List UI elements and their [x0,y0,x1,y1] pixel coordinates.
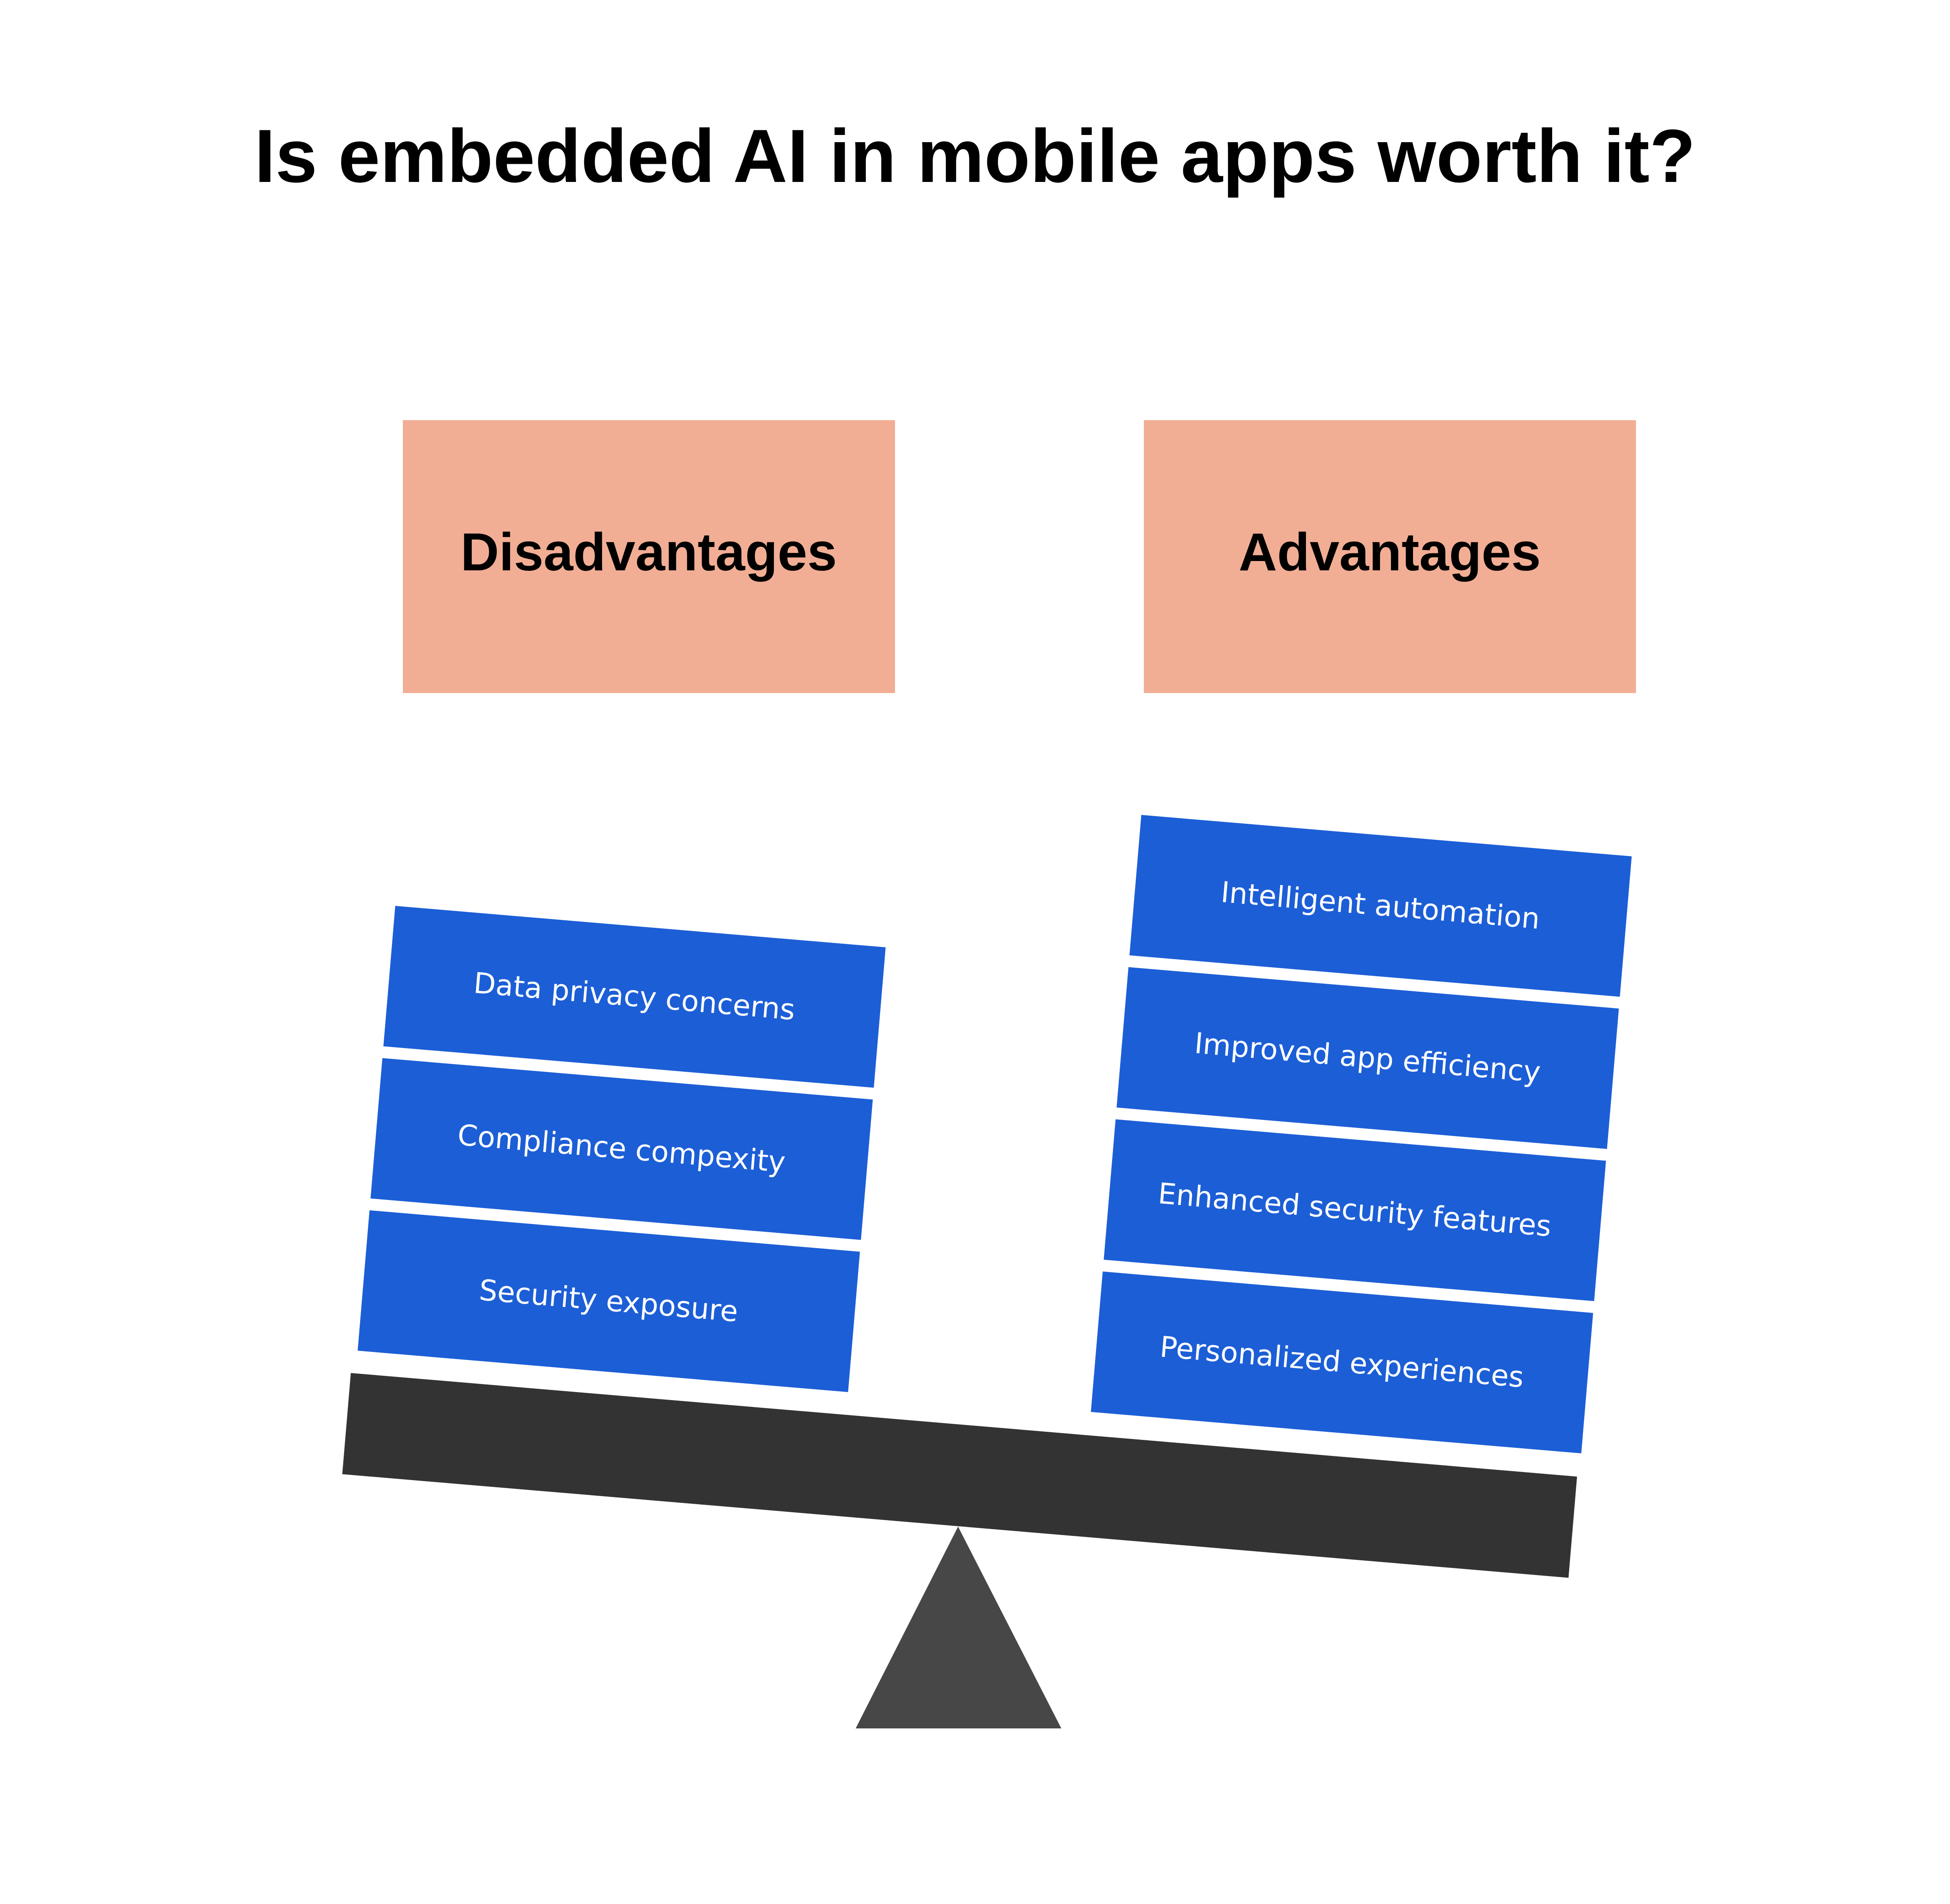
advantages-header: Advantages [1144,420,1636,693]
item-box [1091,1271,1593,1453]
item-box [358,1210,860,1392]
item-box [1104,1119,1606,1301]
advantages-header-box [1144,420,1636,693]
list-item: Improved app efficiency [1116,967,1619,1149]
list-item: Security exposure [358,1210,860,1392]
page-title: Is embedded AI in mobile apps worth it? [254,114,1695,198]
item-box [370,1058,873,1240]
beam [342,1373,1577,1578]
beam-bar [342,1373,1577,1578]
disadvantages-header-box [403,420,895,693]
item-box [1129,815,1632,997]
advantages-stack: Intelligent automation Improved app effi… [1091,815,1632,1453]
disadvantages-stack: Data privacy concerns Compliance compexi… [358,906,886,1392]
disadvantages-header-label: Disadvantages [460,522,837,582]
list-item: Data privacy concerns [383,906,886,1088]
list-item: Compliance compexity [370,1058,873,1240]
list-item: Enhanced security features [1104,1119,1606,1301]
item-box [383,906,886,1088]
advantages-header-label: Advantages [1239,522,1541,582]
disadvantages-header: Disadvantages [403,420,895,693]
item-box [1116,967,1619,1149]
list-item: Intelligent automation [1129,815,1632,997]
fulcrum-triangle [856,1527,1061,1728]
list-item: Personalized experiences [1091,1271,1593,1453]
